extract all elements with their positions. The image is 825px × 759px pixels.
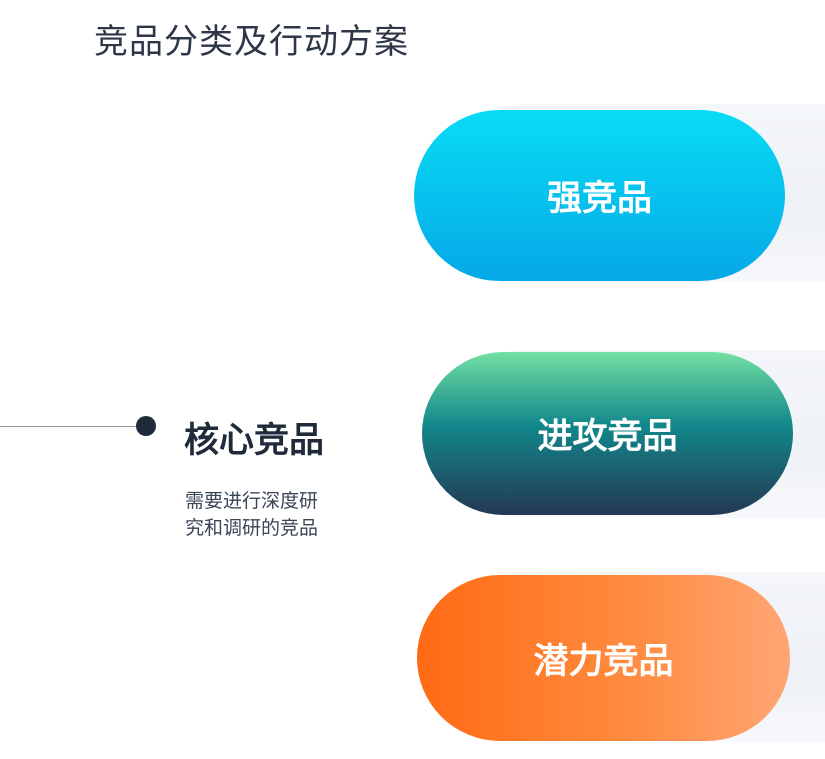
pill-label: 进攻竞品 <box>537 417 678 457</box>
connector-dot <box>136 416 156 436</box>
core-description-line: 需要进行深度研 <box>185 490 319 512</box>
page-title: 竞品分类及行动方案 <box>94 22 409 62</box>
attack-competitor-pill: 进攻竞品 <box>422 352 793 515</box>
pill-label: 强竞品 <box>546 179 652 219</box>
connector-line <box>0 426 143 427</box>
pill-label: 潜力竞品 <box>533 641 674 682</box>
potential-competitor-pill: 潜力竞品 <box>417 575 790 741</box>
strong-competitor-pill: 强竞品 <box>414 110 785 281</box>
core-description-line: 究和调研的竞品 <box>185 517 319 539</box>
core-competitor-title: 核心竞品 <box>184 421 325 461</box>
core-competitor-description: 需要进行深度研 究和调研的竞品 <box>185 488 365 542</box>
